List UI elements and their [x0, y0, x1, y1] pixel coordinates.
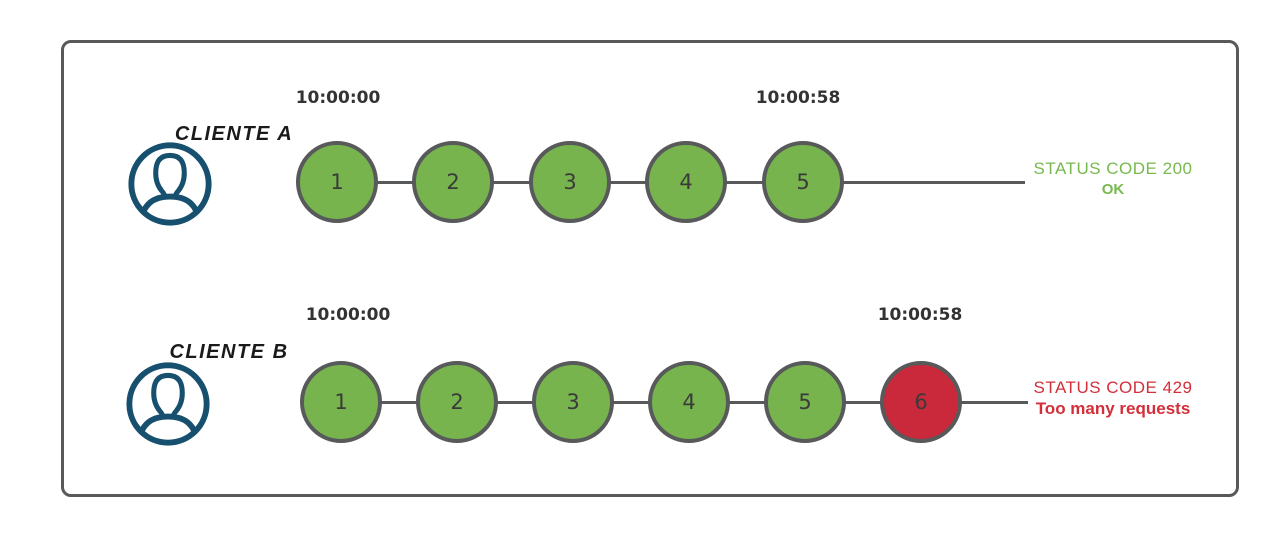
status-code-line: STATUS CODE 429 [1033, 378, 1193, 397]
client-b-end-timestamp: 10:00:58 [877, 305, 963, 325]
client-b-label: CLIENTE B [169, 341, 289, 363]
client-a-avatar-icon [128, 142, 212, 226]
request-circle: 3 [532, 361, 614, 443]
status-code-line: STATUS CODE 200 [1033, 159, 1193, 178]
client-a-end-timestamp: 10:00:58 [755, 88, 841, 108]
request-circle: 4 [648, 361, 730, 443]
request-circle: 4 [645, 141, 727, 223]
request-circle: 1 [300, 361, 382, 443]
client-a-label: CLIENTE A [174, 123, 294, 145]
client-b-status-text: STATUS CODE 429 Too many requests [998, 377, 1228, 419]
request-circle-error: 6 [880, 361, 962, 443]
client-a-start-timestamp: 10:00:00 [295, 88, 381, 108]
client-b-start-timestamp: 10:00:00 [305, 305, 391, 325]
request-circle: 3 [529, 141, 611, 223]
status-message-line: Too many requests [1035, 399, 1191, 418]
client-b-avatar-icon [126, 362, 210, 446]
request-circle: 2 [416, 361, 498, 443]
request-circle: 5 [762, 141, 844, 223]
client-a-status-text: STATUS CODE 200 OK [998, 158, 1228, 200]
request-circle: 2 [412, 141, 494, 223]
request-circle: 5 [764, 361, 846, 443]
request-circle: 1 [296, 141, 378, 223]
status-message-line: OK [1101, 181, 1125, 198]
diagram-frame: CLIENTE A 10:00:00 10:00:58 1 2 3 4 5 ST… [61, 40, 1239, 497]
